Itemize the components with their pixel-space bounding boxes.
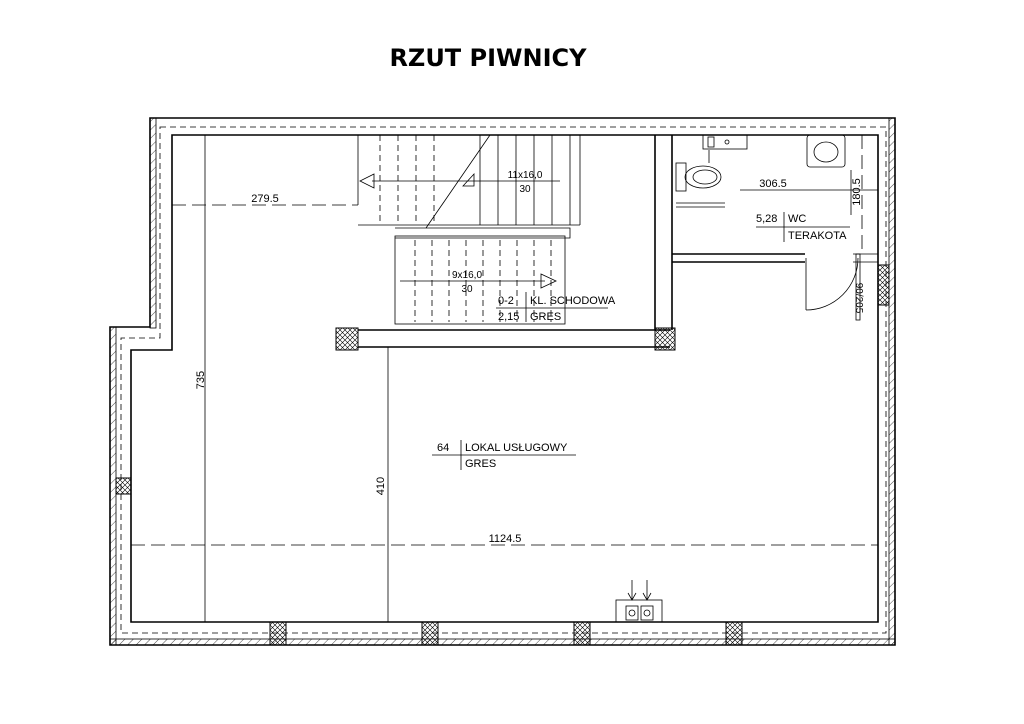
wc-fixtures [675,134,863,321]
door-leaf [855,253,861,321]
interior-walls [131,135,878,622]
dim-width-left: 279.5 [251,193,279,205]
stair-labels: 11x16,0 30 9x16,0 30 90/205 [452,170,864,314]
plan-title: RZUT PIWNICY [389,44,587,72]
wc-shelf [702,134,748,150]
stair-arrows [359,172,560,289]
door-size-label: 90/205 [853,283,864,314]
dim-height-left: 735 [195,371,207,389]
toilet-icon [675,162,722,192]
dim-width-total: 1124.5 [489,533,522,545]
room-number: 5,28 [756,213,777,225]
room-number: 0-2 [498,295,514,307]
dim-wc-width: 306.5 [759,178,787,190]
windows [115,264,890,646]
utility-connection-icon [615,580,663,623]
dimension-labels: 279.5 735 410 1124.5 306.5 180.5 [195,170,878,545]
room-number: 64 [437,442,449,454]
room-tag-wc: 5,28 WC TERAKOTA [756,212,850,242]
upper-flight-treads [358,134,581,229]
staircase [358,134,581,325]
dim-wc-height: 180.5 [851,178,863,206]
lower-flight-steps: 9x16,0 [452,270,482,281]
washbasin [806,134,846,168]
dim-height-mid: 410 [375,477,387,495]
lower-flight-tread: 30 [461,284,473,295]
upper-flight-steps: 11x16,0 [508,170,543,181]
room-tag-service-unit: 64 LOKAL USŁUGOWY GRES [432,440,576,470]
room-tag-staircase: 0-2 KL. SCHODOWA 2,15 GRES [496,292,616,323]
room-name: KL. SCHODOWA [530,295,616,307]
room-finish: TERAKOTA [788,230,847,242]
room-finish: GRES [530,311,561,323]
room-finish: GRES [465,458,496,470]
room-name: WC [788,213,806,225]
room-area: 2,15 [498,311,519,323]
upper-flight-tread: 30 [519,184,531,195]
room-name: LOKAL USŁUGOWY [465,442,568,454]
outer-walls [109,117,896,646]
